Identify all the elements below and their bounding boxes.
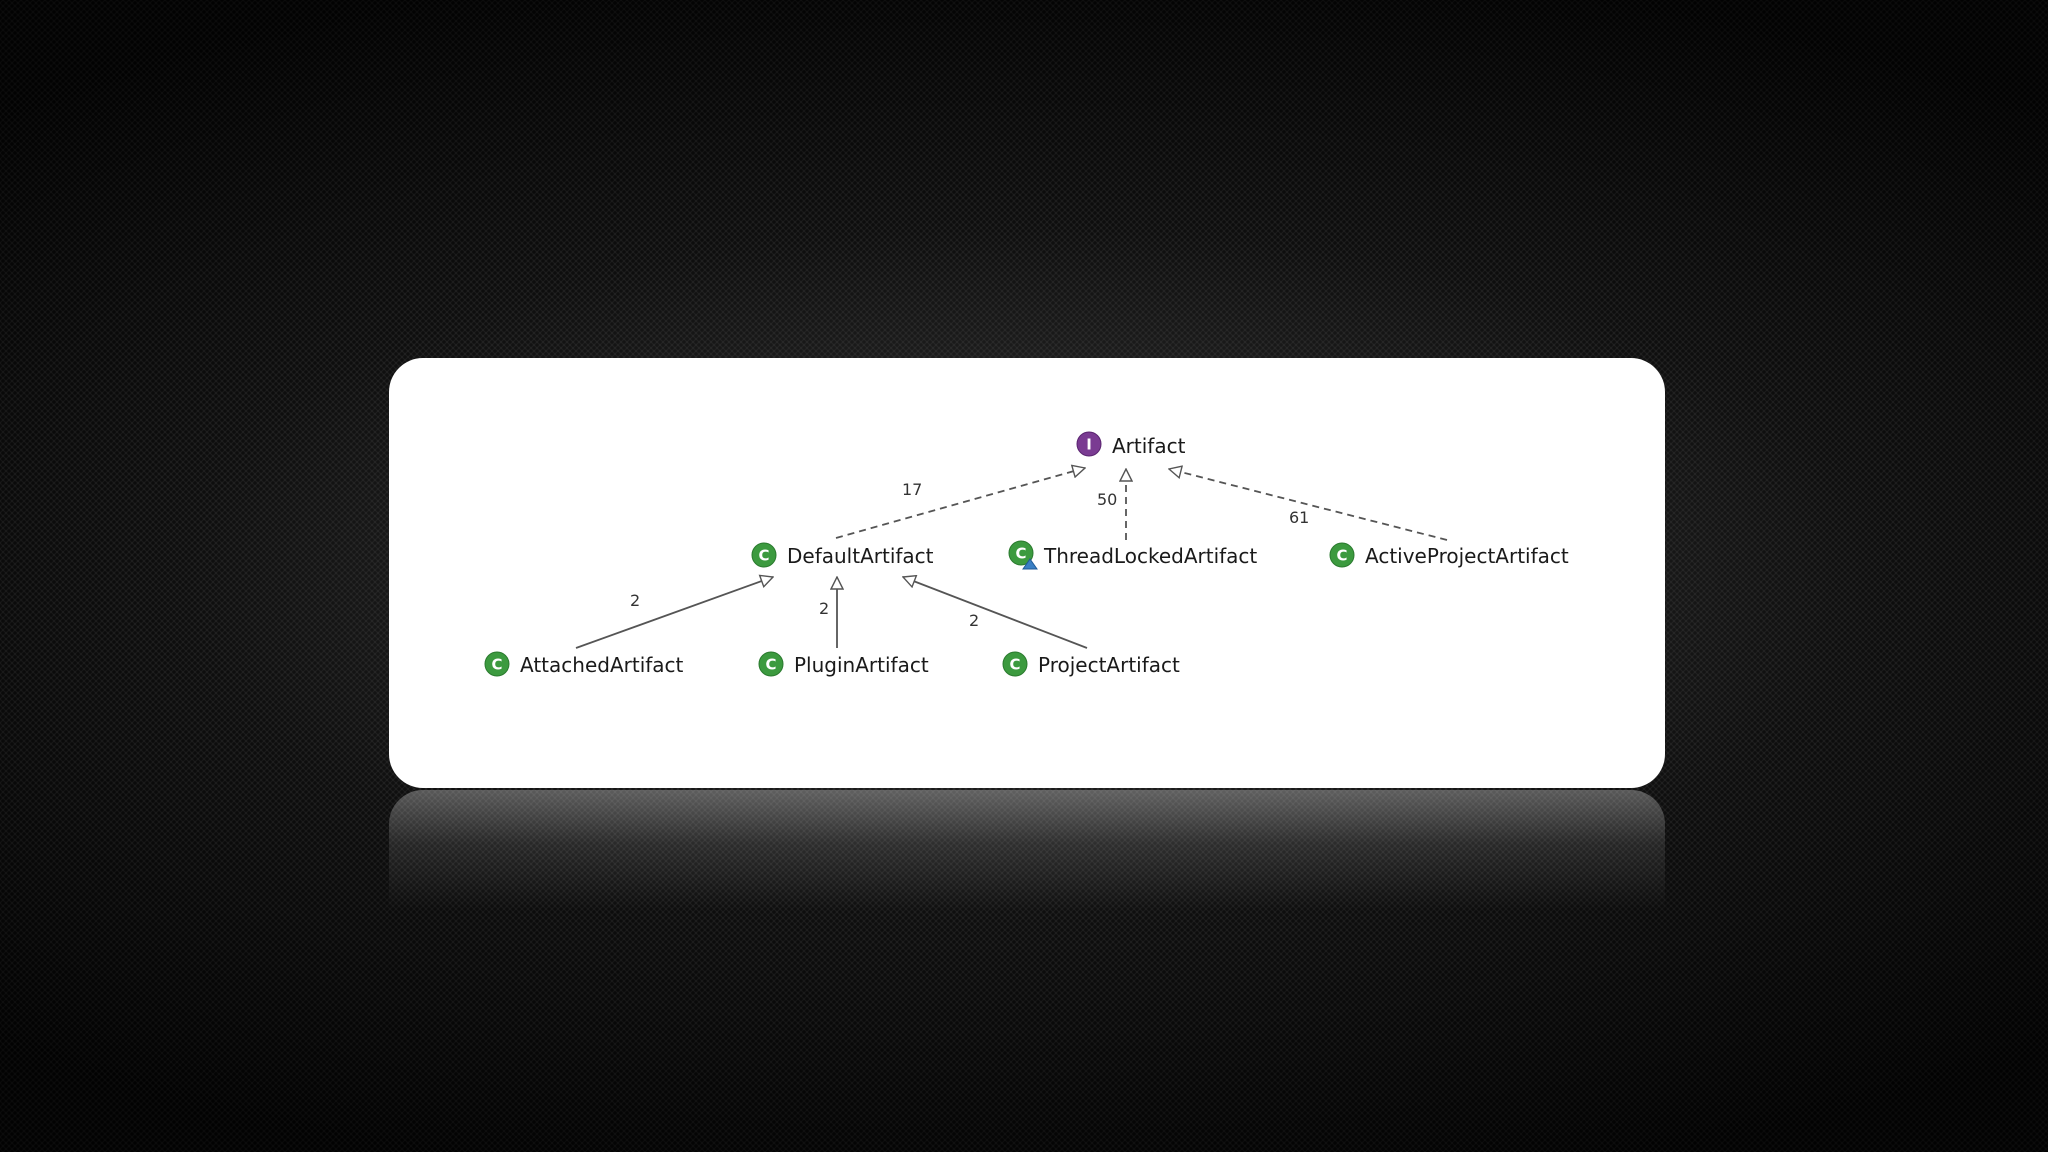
edge-label-17: 17: [902, 480, 922, 499]
node-artifact[interactable]: I Artifact: [1076, 431, 1186, 458]
node-attached-artifact[interactable]: C AttachedArtifact: [484, 651, 684, 677]
class-icon: [484, 651, 510, 677]
node-active-project-artifact[interactable]: C ActiveProjectArtifact: [1329, 542, 1569, 568]
edge-label-2-project: 2: [969, 611, 979, 630]
edge-project-to-default: 2: [903, 577, 1088, 649]
node-label-plugin-artifact: PluginArtifact: [794, 653, 929, 677]
class-icon-letter: C: [1009, 656, 1020, 674]
class-icon-letter: C: [758, 547, 769, 565]
class-icon: [1008, 540, 1034, 566]
edge-plugin-to-default: 2: [819, 577, 837, 648]
interface-icon: [1076, 431, 1102, 457]
node-label-thread-locked-artifact: ThreadLockedArtifact: [1043, 544, 1257, 568]
node-label-attached-artifact: AttachedArtifact: [520, 653, 684, 677]
slide-card: [389, 358, 1665, 788]
node-default-artifact[interactable]: C DefaultArtifact: [751, 542, 934, 568]
slide-reflection: [389, 790, 1665, 910]
warning-overlay-icon: [1022, 558, 1038, 570]
class-icon-letter: C: [1015, 545, 1026, 563]
edge-default-to-artifact: 17: [835, 468, 1085, 539]
class-icon-letter: C: [765, 656, 776, 674]
class-icon: [1002, 651, 1028, 677]
edge-label-2-plugin: 2: [819, 599, 829, 618]
edge-threadlocked-to-artifact: 50: [1097, 469, 1126, 540]
class-icon: [758, 651, 784, 677]
edge-attached-to-default: 2: [575, 577, 773, 649]
class-icon: [751, 542, 777, 568]
node-plugin-artifact[interactable]: C PluginArtifact: [758, 651, 929, 677]
class-icon-letter: C: [491, 656, 502, 674]
edge-label-61: 61: [1289, 508, 1309, 527]
node-label-project-artifact: ProjectArtifact: [1038, 653, 1180, 677]
class-icon-letter: C: [1336, 547, 1347, 565]
node-label-default-artifact: DefaultArtifact: [787, 544, 934, 568]
edge-label-50: 50: [1097, 490, 1117, 509]
node-label-active-project-artifact: ActiveProjectArtifact: [1365, 544, 1569, 568]
edge-activeproject-to-artifact: 61: [1169, 469, 1448, 541]
interface-icon-letter: I: [1086, 436, 1092, 454]
node-project-artifact[interactable]: C ProjectArtifact: [1002, 651, 1180, 677]
class-icon: [1329, 542, 1355, 568]
edge-label-2-attached: 2: [630, 591, 640, 610]
node-thread-locked-artifact[interactable]: C ThreadLockedArtifact: [1008, 540, 1257, 570]
node-label-artifact: Artifact: [1112, 434, 1186, 458]
